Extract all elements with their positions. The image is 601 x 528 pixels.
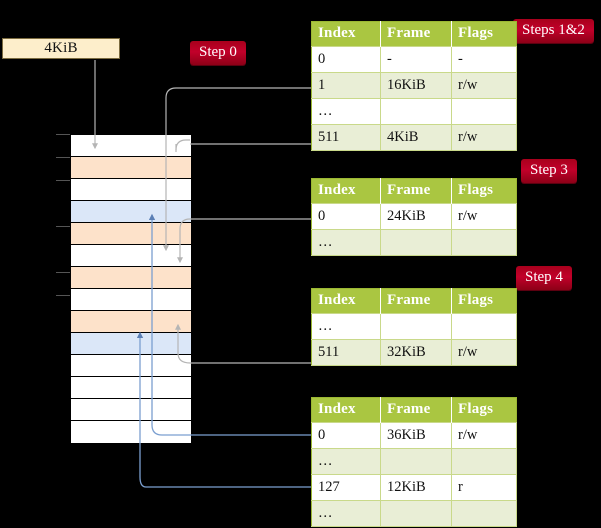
table-cell-frame: 24KiB bbox=[380, 203, 452, 230]
badge-step-3: Step 3 bbox=[521, 159, 577, 183]
table-cell-frame bbox=[380, 500, 452, 527]
table-cell-index: … bbox=[311, 98, 381, 125]
table-header-frame: Frame bbox=[380, 397, 452, 423]
table-header-flags: Flags bbox=[451, 397, 517, 423]
table-header-frame: Frame bbox=[380, 178, 452, 204]
badge-step-4: Step 4 bbox=[516, 266, 572, 290]
memory-frame-cell bbox=[71, 377, 191, 399]
table-cell-flags: r/w bbox=[451, 203, 517, 230]
memory-frame-cell bbox=[71, 267, 191, 289]
table-cell-flags bbox=[451, 500, 517, 527]
table-cell-flags: r bbox=[451, 474, 517, 501]
table-cell-flags: r/w bbox=[451, 339, 517, 366]
table-cell-frame: 16KiB bbox=[380, 72, 452, 99]
table-cell-flags bbox=[451, 229, 517, 256]
memory-frame-cell bbox=[71, 355, 191, 377]
table-cell-flags bbox=[451, 448, 517, 475]
table-cell-flags: r/w bbox=[451, 124, 517, 151]
table-cell-frame: 12KiB bbox=[380, 474, 452, 501]
table-cell-index: … bbox=[311, 229, 381, 256]
memory-tick bbox=[56, 134, 70, 135]
table-header-index: Index bbox=[311, 178, 381, 204]
memory-frame-cell bbox=[71, 289, 191, 311]
memory-frame-cell bbox=[71, 223, 191, 245]
table-cell-index: … bbox=[311, 448, 381, 475]
table-cell-flags: r/w bbox=[451, 422, 517, 449]
memory-frame-cell bbox=[71, 311, 191, 333]
memory-tick bbox=[56, 272, 70, 273]
memory-frame-cell bbox=[71, 157, 191, 179]
table-cell-index: 0 bbox=[311, 46, 381, 73]
table-row: … bbox=[311, 98, 517, 125]
table-cell-frame bbox=[380, 98, 452, 125]
memory-frame-cell bbox=[71, 179, 191, 201]
table-header-frame: Frame bbox=[380, 288, 452, 314]
table-cell-flags bbox=[451, 313, 517, 340]
memory-tick bbox=[56, 295, 70, 296]
table-row: … bbox=[311, 313, 517, 340]
memory-tick bbox=[56, 157, 70, 158]
table-row: … bbox=[311, 500, 517, 527]
badge-steps-1-and-2: Steps 1&2 bbox=[513, 19, 594, 43]
badge-step-0: Step 0 bbox=[190, 41, 246, 65]
table-cell-index: 1 bbox=[311, 72, 381, 99]
table-cell-index: 511 bbox=[311, 339, 381, 366]
table-cell-frame: 36KiB bbox=[380, 422, 452, 449]
memory-frame-cell bbox=[71, 135, 191, 157]
table-cell-index: … bbox=[311, 500, 381, 527]
table-cell-index: … bbox=[311, 313, 381, 340]
table-cell-index: 0 bbox=[311, 422, 381, 449]
source-address-box: 4KiB bbox=[2, 38, 120, 59]
table-row: 0-- bbox=[311, 46, 517, 73]
table-header-index: Index bbox=[311, 288, 381, 314]
table-row: … bbox=[311, 229, 517, 256]
memory-frame-cell bbox=[71, 245, 191, 267]
table-cell-flags: r/w bbox=[451, 72, 517, 99]
table-cell-index: 127 bbox=[311, 474, 381, 501]
table-cell-index: 0 bbox=[311, 203, 381, 230]
table-header-index: Index bbox=[311, 21, 381, 47]
memory-frame-cell bbox=[71, 421, 191, 443]
table-header-index: Index bbox=[311, 397, 381, 423]
memory-tick bbox=[56, 180, 70, 181]
table-row: … bbox=[311, 448, 517, 475]
memory-frame-cell bbox=[71, 399, 191, 421]
table-cell-index: 511 bbox=[311, 124, 381, 151]
table-cell-flags bbox=[451, 98, 517, 125]
memory-frame-cell bbox=[71, 333, 191, 355]
table-cell-frame bbox=[380, 229, 452, 256]
memory-frame-cell bbox=[71, 201, 191, 223]
table-header-frame: Frame bbox=[380, 21, 452, 47]
table-header-flags: Flags bbox=[451, 288, 517, 314]
table-cell-frame: 4KiB bbox=[380, 124, 452, 151]
physical-memory-column bbox=[70, 134, 192, 444]
table-header-flags: Flags bbox=[451, 21, 517, 47]
memory-tick bbox=[56, 226, 70, 227]
table-cell-frame: - bbox=[380, 46, 452, 73]
table-cell-frame: 32KiB bbox=[380, 339, 452, 366]
table-cell-flags: - bbox=[451, 46, 517, 73]
table-header-flags: Flags bbox=[451, 178, 517, 204]
table-cell-frame bbox=[380, 448, 452, 475]
table-cell-frame bbox=[380, 313, 452, 340]
